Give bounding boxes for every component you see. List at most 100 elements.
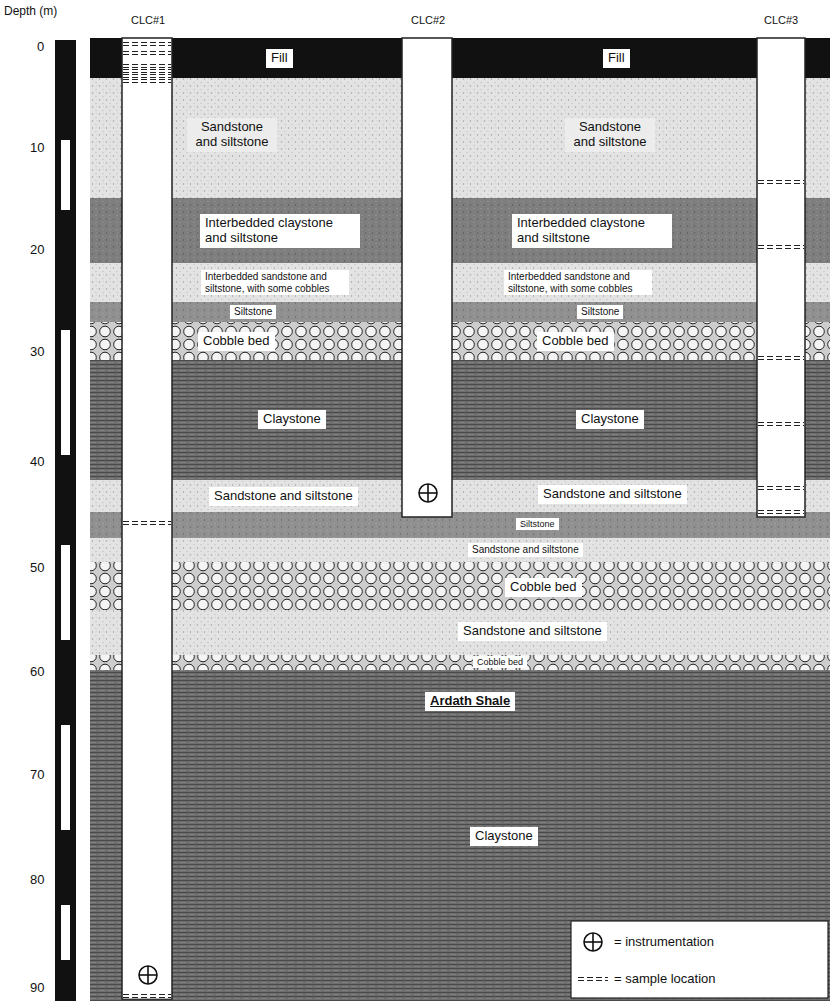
layer-name: Siltstone — [520, 519, 555, 529]
sample-mark — [578, 977, 608, 982]
sample-line — [123, 994, 171, 995]
sample-line — [758, 510, 804, 511]
sample-mark — [123, 994, 171, 999]
sample-line — [758, 356, 804, 357]
layer-label-box: Sandstone and siltstone — [565, 118, 655, 152]
borehole — [402, 38, 452, 517]
depth-tick: 0 — [37, 40, 44, 55]
sample-mark — [123, 69, 171, 74]
depth-tick: 30 — [30, 345, 44, 360]
legend-text: = instrumentation — [614, 935, 714, 950]
sample-line — [123, 521, 171, 522]
sample-line — [758, 486, 804, 487]
sample-mark — [123, 64, 171, 69]
borehole-name: CLC#1 — [131, 14, 165, 27]
sample-ground — [123, 79, 171, 84]
layer-name: Claystone — [581, 412, 639, 427]
sandstone-band — [90, 78, 830, 198]
sample-line — [123, 69, 171, 70]
layer-name: Interbedded sandstone and siltstone, wit… — [205, 271, 345, 294]
layer-name: Ardath Shale — [430, 694, 510, 709]
sample-mark — [758, 486, 804, 491]
layer-name: Cobble bed — [477, 657, 523, 667]
sample-line — [123, 51, 171, 52]
layer-name: Fill — [608, 51, 625, 66]
layer-label-box: Claystone — [258, 410, 326, 429]
layer-name: Claystone — [475, 829, 533, 844]
sample-line — [123, 45, 171, 46]
sample-ground — [123, 521, 171, 526]
borehole — [757, 38, 805, 517]
sample-mark — [123, 51, 171, 56]
layer-name: Cobble bed — [510, 580, 577, 595]
layer-label-box: Sandstone and siltstone — [209, 487, 358, 506]
layer-label-box: Siltstone — [577, 305, 623, 319]
sample-line — [123, 54, 171, 55]
layer-label-box: Interbedded claystone and siltstone — [512, 214, 672, 248]
sample-ground — [758, 486, 804, 491]
layer-name: Interbedded claystone and siltstone — [517, 216, 667, 246]
axis-title: Depth (m) — [4, 5, 57, 19]
sample-line — [758, 489, 804, 490]
sample-line — [758, 359, 804, 360]
sample-ground — [758, 510, 804, 515]
sample-line — [758, 245, 804, 246]
claystone-band — [90, 360, 830, 480]
sample-line — [123, 64, 171, 65]
instrument-circle — [139, 966, 157, 984]
borehole-name: CLC#3 — [764, 14, 798, 27]
instrumentation-symbol — [584, 933, 602, 951]
layer-label-box: Siltstone — [230, 305, 276, 319]
layer-name: Siltstone — [581, 306, 619, 318]
sample-mark — [758, 422, 804, 427]
sample-line — [123, 524, 171, 525]
sample-mark — [758, 356, 804, 361]
sample-line — [123, 42, 171, 43]
layer-label-box: Sandstone and siltstone — [187, 118, 277, 152]
layer-label-box: Cobble bed — [198, 332, 275, 351]
layer-label-box: Ardath Shale — [425, 692, 515, 711]
layer-name: Interbedded claystone and siltstone — [205, 216, 355, 246]
cobble-band — [90, 655, 830, 670]
sample-mark — [123, 521, 171, 526]
depth-tick: 60 — [30, 665, 44, 680]
layer-name: Cobble bed — [542, 334, 609, 349]
sample-ground — [123, 42, 171, 47]
sample-ground — [123, 994, 171, 999]
sample-line — [123, 997, 171, 998]
sample-ground — [758, 356, 804, 361]
layer-label-box: Interbedded sandstone and siltstone, wit… — [504, 270, 652, 295]
layer-label-box: Fill — [266, 49, 293, 68]
layer-label-box: Cobble bed — [505, 578, 582, 597]
layer-name: Sandstone and siltstone — [472, 544, 579, 556]
layer-label-box: Siltstone — [516, 518, 559, 530]
sample-line — [758, 183, 804, 184]
depth-tick: 40 — [30, 455, 44, 470]
sandstone-band — [90, 263, 830, 302]
layer-name: Sandstone and siltstone — [463, 624, 602, 639]
sample-line — [123, 74, 171, 75]
layer-label-box: Sandstone and siltstone — [458, 622, 607, 641]
legend-box — [571, 921, 828, 998]
layer-label-box: Sandstone and siltstone — [468, 543, 583, 557]
sample-ground — [123, 64, 171, 69]
sandstone-band — [90, 480, 830, 512]
sample-mark — [758, 180, 804, 185]
legend-text: = sample location — [614, 972, 716, 987]
layer-name: Claystone — [263, 412, 321, 427]
layer-name: Sandstone and siltstone — [214, 489, 353, 504]
sample-line — [758, 513, 804, 514]
borehole — [122, 38, 172, 999]
instrumentation-symbol — [139, 966, 157, 984]
layer-name: Fill — [271, 51, 288, 66]
cobble-band — [90, 562, 830, 610]
layer-name: Sandstone and siltstone — [570, 120, 650, 150]
instrument-cross — [592, 933, 594, 951]
ruler-segment — [61, 905, 70, 960]
layer-label-box: Claystone — [576, 410, 644, 429]
sample-line — [578, 980, 608, 981]
ruler-segment — [61, 545, 70, 640]
ruler-segment — [61, 140, 70, 210]
sandstone-band — [90, 538, 830, 562]
layer-label-box: Cobble bed — [473, 656, 527, 668]
